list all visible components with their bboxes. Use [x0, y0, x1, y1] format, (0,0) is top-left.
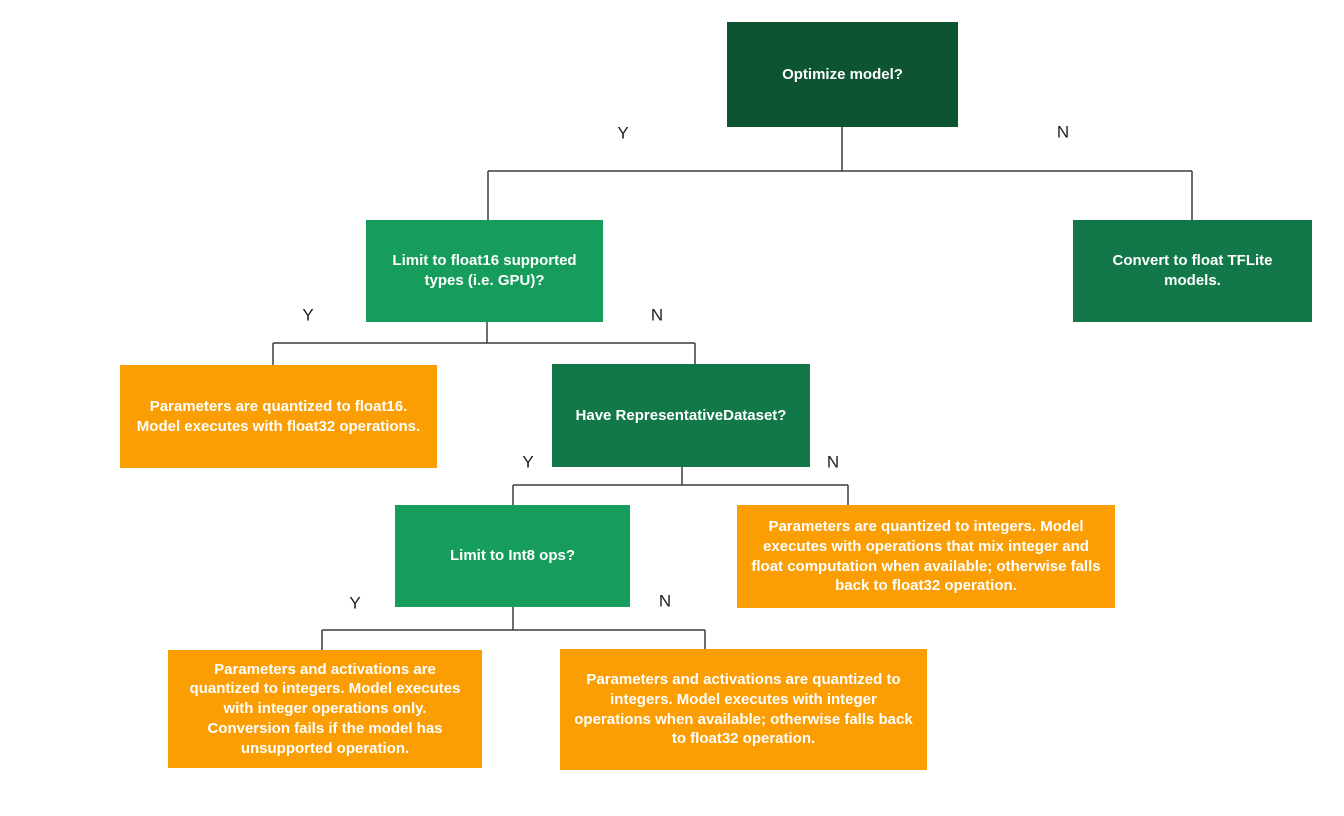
flowchart-node-int-fallback-result: Parameters and activations are quantized…: [560, 649, 927, 770]
flowchart-node-have-representative-dataset: Have RepresentativeDataset?: [552, 364, 810, 467]
branch-label-optimize-no: N: [1056, 122, 1070, 142]
flowchart-node-limit-int8-ops: Limit to Int8 ops?: [395, 505, 630, 607]
flowchart-node-float16-result: Parameters are quantized to float16. Mod…: [120, 365, 437, 468]
branch-label-optimize-yes: Y: [617, 123, 629, 143]
branch-label-int8-yes: Y: [349, 593, 361, 613]
flowchart-node-int-only-result: Parameters and activations are quantized…: [168, 650, 482, 768]
branch-label-dataset-no: N: [826, 452, 840, 472]
flowchart-node-mixed-int-float-result: Parameters are quantized to integers. Mo…: [737, 505, 1115, 608]
branch-label-float16-yes: Y: [302, 305, 314, 325]
branch-label-float16-no: N: [650, 305, 664, 325]
flowchart-node-optimize-model: Optimize model?: [727, 22, 958, 127]
flowchart-node-limit-float16: Limit to float16 supported types (i.e. G…: [366, 220, 603, 322]
branch-label-int8-no: N: [658, 591, 672, 611]
flowchart-node-convert-float-tflite: Convert to float TFLite models.: [1073, 220, 1312, 322]
branch-label-dataset-yes: Y: [522, 452, 534, 472]
